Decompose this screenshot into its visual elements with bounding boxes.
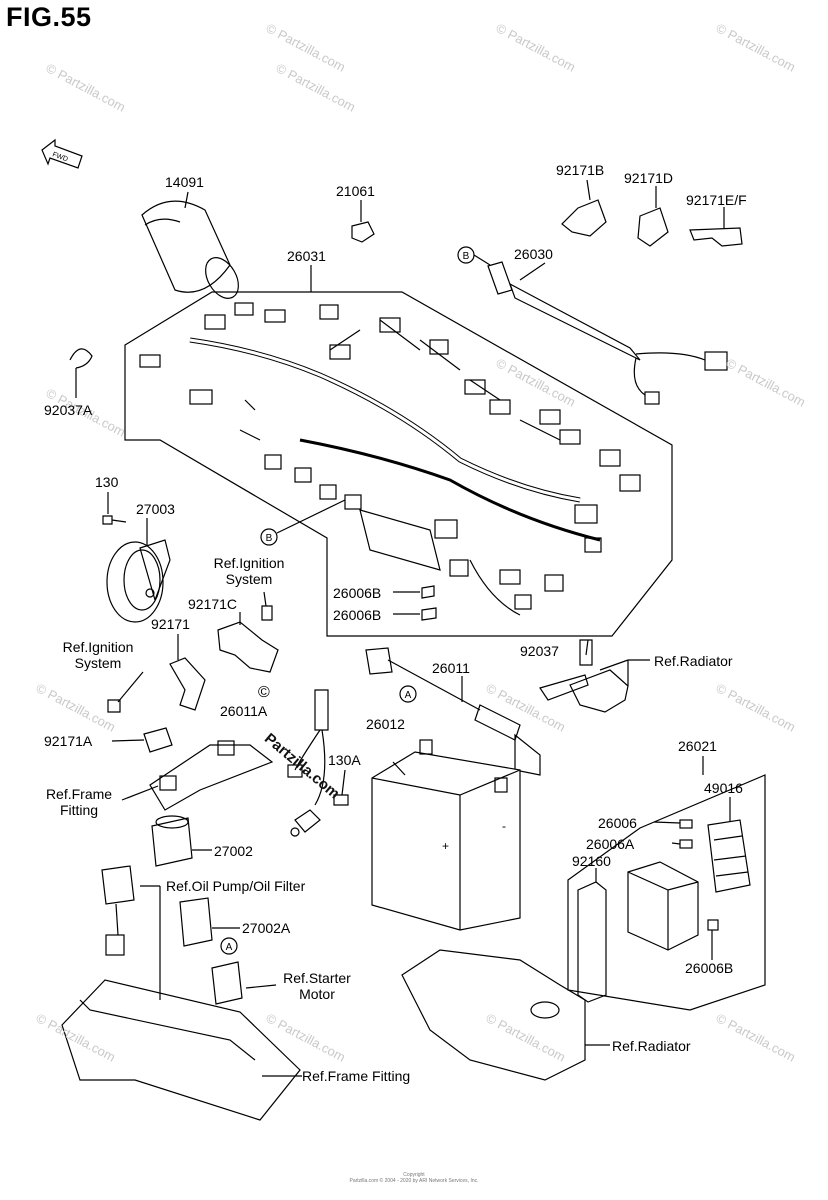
- label-ref-oil-pump: Ref.Oil Pump/Oil Filter: [166, 878, 306, 894]
- starter-relay-shape: [211, 961, 243, 1005]
- part-49016-shape: [707, 819, 751, 893]
- part-26031-shape: [139, 302, 641, 616]
- label-92171EF: 92171E/F: [686, 192, 747, 208]
- fuse-box-outline: [567, 774, 766, 1011]
- part-92037A-shape: [69, 348, 93, 369]
- part-27003-shape: [106, 539, 171, 623]
- circle-letter-b2: B: [266, 533, 273, 544]
- label-26030: 26030: [514, 246, 553, 262]
- fuse-block-shape: [627, 861, 699, 951]
- label-130A: 130A: [328, 752, 361, 768]
- circle-letter-a1: A: [405, 690, 412, 701]
- label-ref-radiator-1: Ref.Radiator: [654, 653, 733, 669]
- label-21061: 21061: [336, 183, 375, 199]
- part-92171-shape: [169, 657, 206, 711]
- frame-bracket-shape: [149, 744, 274, 811]
- label-92037: 92037: [520, 643, 559, 659]
- radiator-shroud-shape: [401, 949, 586, 1081]
- label-92037A: 92037A: [44, 402, 93, 418]
- circle-letter-a2: A: [226, 942, 233, 953]
- label-26011: 26011: [432, 660, 470, 676]
- svg-text:+: +: [442, 839, 449, 853]
- label-26012: 26012: [366, 716, 405, 732]
- label-130: 130: [95, 474, 119, 490]
- label-26006B-2: 26006B: [333, 607, 382, 623]
- label-92171D: 92171D: [624, 170, 674, 186]
- label-27002A: 27002A: [242, 920, 291, 936]
- label-92171: 92171: [151, 616, 190, 632]
- part-26011-shape: [365, 647, 541, 776]
- label-26006B-1: 26006B: [333, 585, 382, 601]
- part-92171D-shape: [637, 207, 669, 247]
- label-92171B: 92171B: [556, 162, 605, 178]
- battery-case-shape: [61, 979, 301, 1121]
- copyright-notice: Copyright Partzilla.com © 2004 - 2020 by…: [349, 1172, 479, 1184]
- label-27002: 27002: [214, 843, 253, 859]
- part-26030-shape: [487, 261, 728, 405]
- figure-title: FIG.55: [6, 2, 92, 32]
- label-27003: 27003: [136, 501, 175, 517]
- label-ref-radiator-2: Ref.Radiator: [612, 1038, 691, 1054]
- label-92171C: 92171C: [188, 596, 238, 612]
- part-14091-shape: [141, 200, 239, 299]
- part-92171C-shape: [217, 621, 279, 673]
- label-92171A: 92171A: [44, 733, 93, 749]
- copyright-symbol-icon: ©: [258, 684, 270, 701]
- fwd-arrow-icon: [41, 138, 83, 169]
- label-26006: 26006: [598, 815, 637, 831]
- harness-outline: [124, 291, 673, 637]
- label-49016: 49016: [704, 780, 743, 796]
- part-92037-shape: [539, 674, 589, 701]
- label-26031: 26031: [287, 248, 326, 264]
- label-26006A: 26006A: [586, 836, 635, 852]
- part-26012-shape: + -: [371, 739, 521, 931]
- label-92160: 92160: [572, 853, 611, 869]
- part-26011A-shape: [287, 689, 329, 837]
- oil-pump-connector-shape: [101, 865, 135, 956]
- label-ref-frame-fitting-2: Ref.Frame Fitting: [302, 1068, 411, 1084]
- part-27002A-shape: [179, 897, 213, 947]
- label-26021: 26021: [678, 738, 717, 754]
- label-14091: 14091: [165, 174, 204, 190]
- part-92171B-shape: [561, 199, 607, 237]
- part-92160-shape: [577, 881, 607, 1003]
- svg-text:-: -: [502, 819, 506, 833]
- part-27002-shape: [151, 817, 193, 867]
- label-26006B-3: 26006B: [685, 960, 734, 976]
- part-21061-shape: [351, 221, 375, 243]
- label-26011A: 26011A: [220, 703, 268, 719]
- part-92171EF-shape: [689, 227, 743, 247]
- circle-letter-b1: B: [463, 251, 470, 262]
